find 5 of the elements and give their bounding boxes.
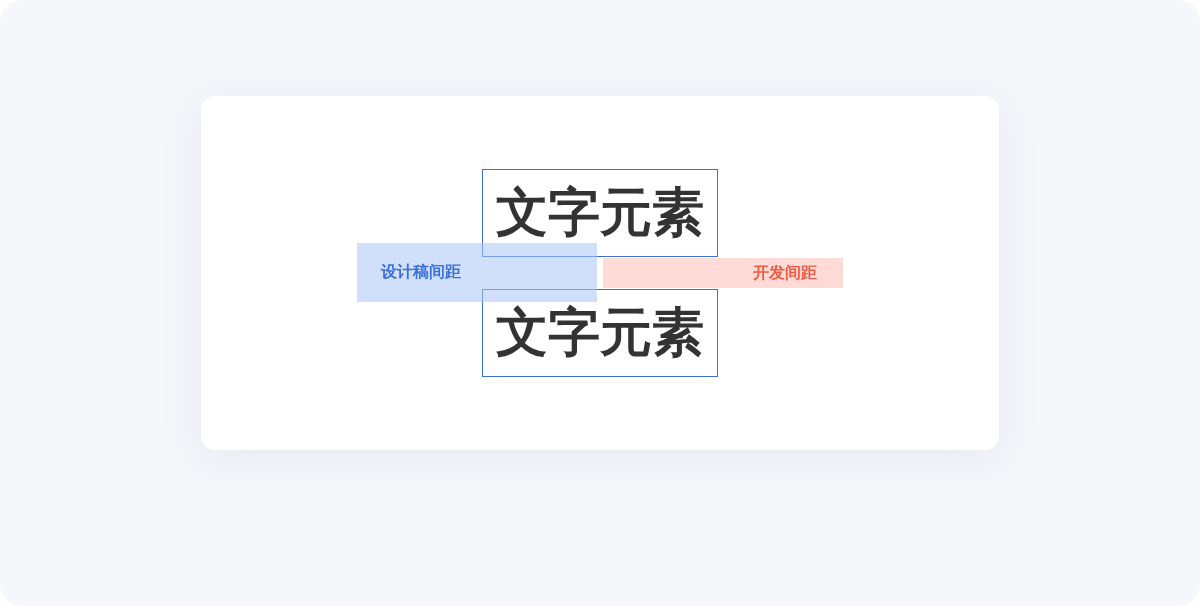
spacing-band: 设计稿间距 [357,243,597,302]
spacing-band: 开发间距 [603,258,843,288]
text-element-box: 文字元素 [482,169,718,257]
card [201,96,999,450]
text-element-box: 文字元素 [482,289,718,377]
